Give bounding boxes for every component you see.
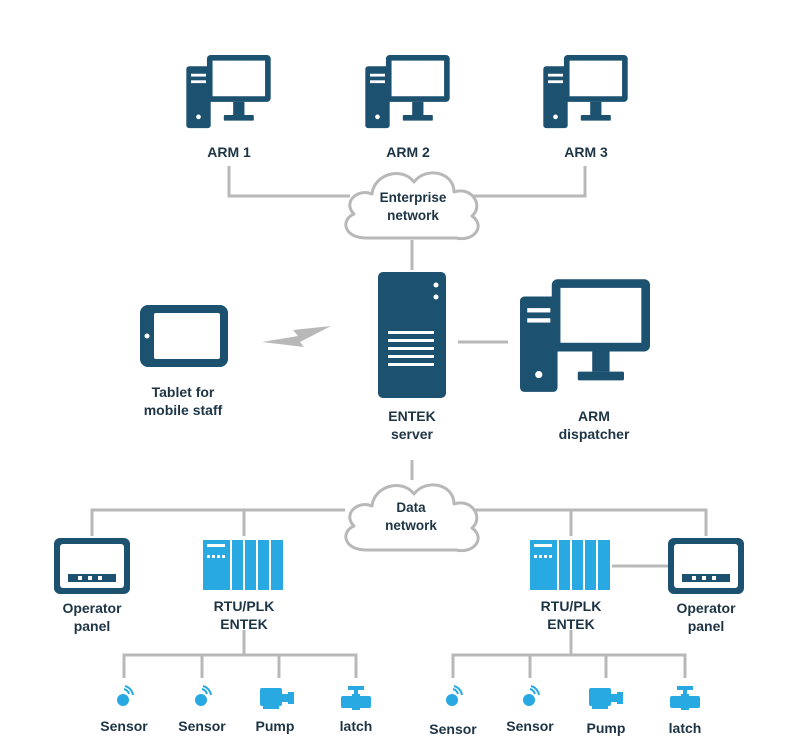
operator-panel-icon: [54, 538, 130, 594]
arm-dispatcher: ARM dispatcher: [520, 279, 650, 442]
sensor-icon: [445, 685, 463, 707]
enterprise-network-line1: Enterprise: [380, 190, 447, 205]
device-label: latch: [669, 720, 702, 736]
operator-panel-line2: panel: [74, 618, 111, 634]
device-item: Pump: [256, 688, 295, 734]
right-devices: Sensor Sensor Pump latch: [429, 685, 702, 737]
data-network-line2: network: [385, 518, 437, 533]
device-label: Sensor: [100, 718, 148, 734]
left-devices: Sensor Sensor Pump latch: [100, 685, 373, 734]
device-bus-left: [122, 653, 358, 678]
enterprise-network: Enterprise network: [344, 171, 480, 241]
data-network-line1: Data: [396, 500, 426, 515]
rtu-label-line2: ENTEK: [220, 616, 267, 632]
desktop-computer-icon: [186, 55, 271, 129]
lightning-bolt-icon: [262, 326, 331, 347]
device-label: Sensor: [429, 721, 477, 737]
entek-server: ENTEK server: [378, 272, 446, 442]
rtu-label-line1: RTU/PLK: [214, 598, 275, 614]
device-item: latch: [669, 686, 702, 736]
device-item: Sensor: [506, 685, 554, 734]
rtu-label-line2: ENTEK: [547, 616, 594, 632]
left-operator-panel: Operator panel: [54, 538, 130, 634]
enterprise-network-line2: network: [387, 208, 439, 223]
device-label: Sensor: [178, 718, 226, 734]
cloud-icon: [344, 171, 480, 241]
device-item: latch: [340, 686, 373, 734]
sensor-icon: [116, 685, 134, 707]
workstation-arm2: ARM 2: [365, 55, 450, 160]
server-label-line2: server: [391, 426, 434, 442]
device-bus-right: [451, 653, 687, 678]
rtu-plc-rack-icon: [530, 540, 610, 590]
device-item: Sensor: [100, 685, 148, 734]
left-rtu: RTU/PLK ENTEK: [203, 540, 283, 632]
tablet-icon: [140, 305, 228, 367]
server-label-line1: ENTEK: [388, 408, 435, 424]
data-bus-right: [470, 508, 708, 536]
link-arm1-enterprise: [227, 166, 350, 198]
workstation-arm3: ARM 3: [543, 55, 628, 160]
connector-lines: [90, 166, 708, 678]
workstation-label: ARM 2: [386, 144, 430, 160]
workstation-label: ARM 1: [207, 144, 251, 160]
desktop-computer-icon: [520, 279, 650, 392]
pump-icon: [260, 688, 294, 709]
device-item: Sensor: [429, 685, 477, 737]
device-label: Pump: [587, 720, 626, 736]
link-arm3-enterprise: [470, 166, 587, 198]
device-item: Pump: [587, 688, 626, 736]
device-label: Pump: [256, 718, 295, 734]
desktop-computer-icon: [365, 55, 450, 129]
dispatcher-label-line1: ARM: [578, 408, 610, 424]
dispatcher-label-line2: dispatcher: [559, 426, 630, 442]
sensor-icon: [194, 685, 212, 707]
data-bus-left: [90, 508, 345, 536]
operator-panel-icon: [668, 538, 744, 594]
right-operator-panel: Operator panel: [668, 538, 744, 634]
device-item: Sensor: [178, 685, 226, 734]
rtu-plc-rack-icon: [203, 540, 283, 590]
operator-panel-line2: panel: [688, 618, 725, 634]
tablet: Tablet for mobile staff: [140, 305, 228, 418]
device-label: Sensor: [506, 718, 554, 734]
data-network: Data network: [344, 483, 480, 553]
valve-latch-icon: [341, 686, 371, 710]
operator-panel-line1: Operator: [62, 600, 122, 616]
device-label: latch: [340, 718, 373, 734]
rtu-label-line1: RTU/PLK: [541, 598, 602, 614]
server-tower-icon: [378, 272, 446, 398]
valve-latch-icon: [670, 686, 700, 710]
tablet-label-line1: Tablet for: [152, 384, 215, 400]
right-rtu: RTU/PLK ENTEK: [530, 540, 610, 632]
pump-icon: [589, 688, 623, 709]
workstation-arm1: ARM 1: [186, 55, 271, 160]
sensor-icon: [522, 685, 540, 707]
tablet-label-line2: mobile staff: [144, 402, 223, 418]
workstation-label: ARM 3: [564, 144, 608, 160]
operator-panel-line1: Operator: [676, 600, 736, 616]
desktop-computer-icon: [543, 55, 628, 129]
